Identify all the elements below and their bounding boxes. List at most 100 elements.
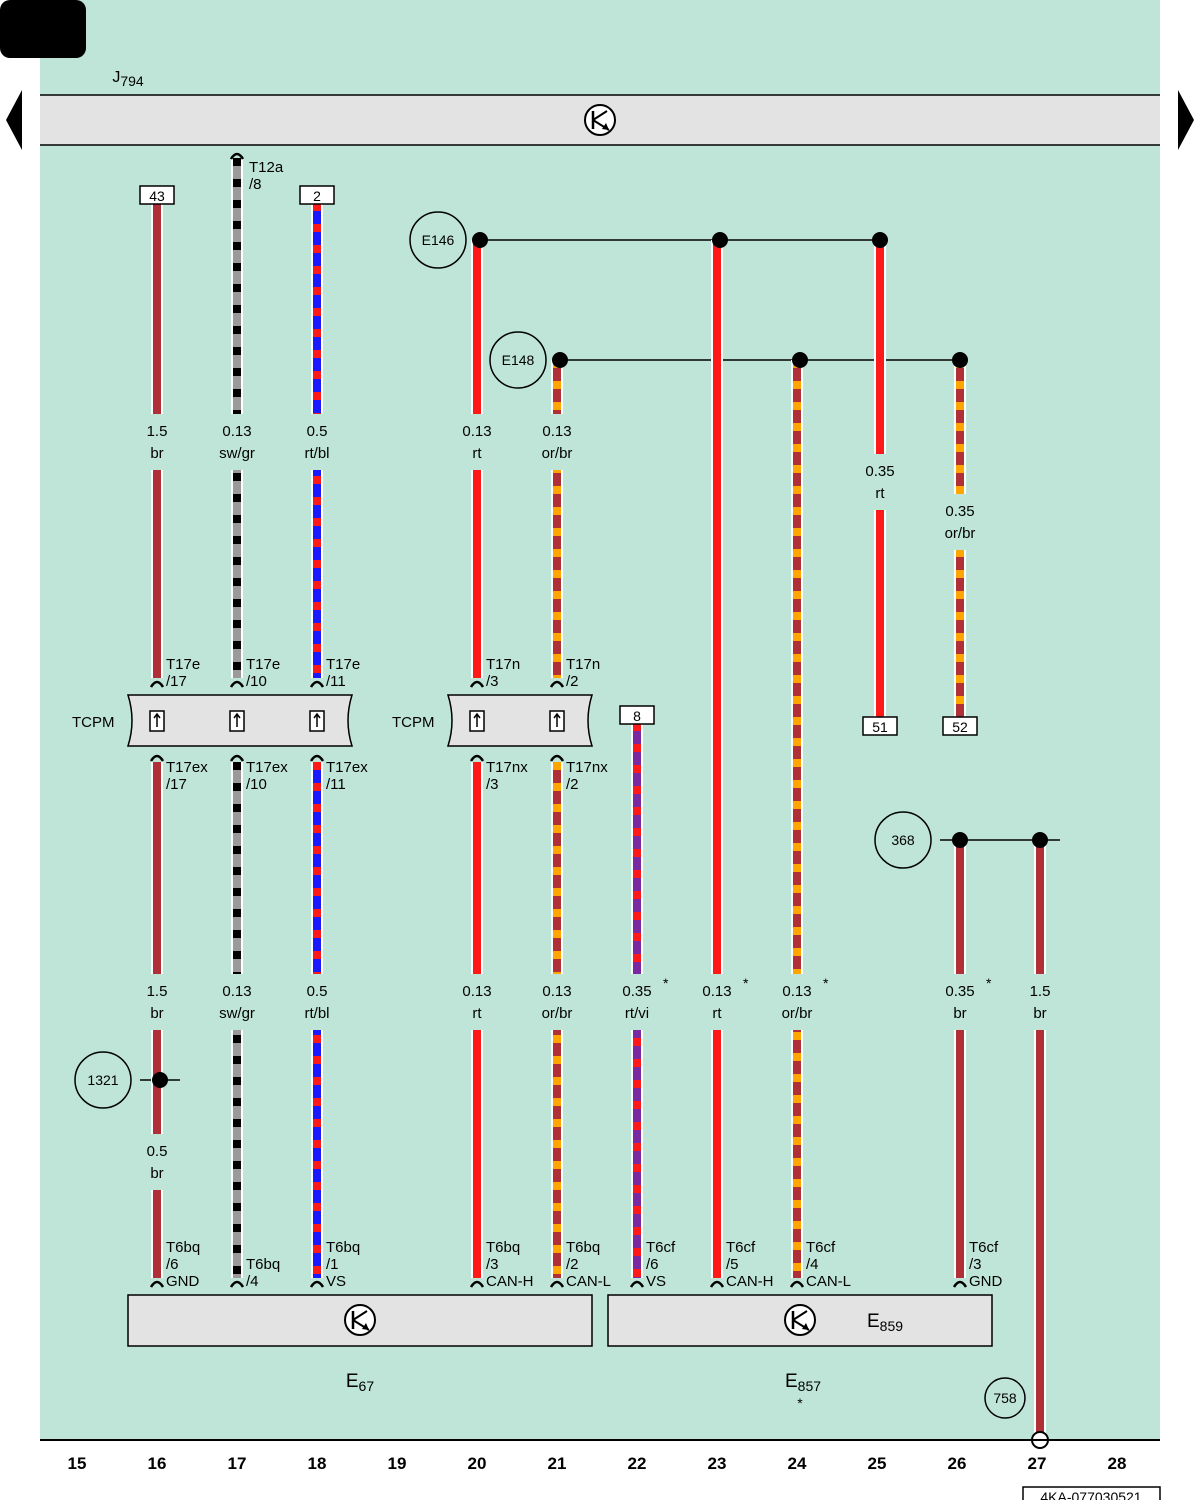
pin-label-1: /3 <box>969 1256 982 1273</box>
ref-box-8-label: 8 <box>633 708 641 724</box>
wire-col22-stripe <box>633 1025 641 1038</box>
wire-col18-lower-stripe <box>313 854 321 867</box>
conn-bot-label-1: /11 <box>326 776 346 793</box>
wire-col18-upper-stripe <box>313 337 321 350</box>
page-code-box <box>1022 1486 1161 1500</box>
wire-col18-upper-stripe <box>313 589 321 602</box>
conn-top-label-0: T17e <box>166 656 200 673</box>
wire-col17-lower-stripe <box>233 1043 241 1056</box>
wire-col24-stripe <box>793 410 801 423</box>
wire-col17-lower-stripe <box>233 1169 241 1182</box>
wire-col22-stripe <box>633 1277 641 1278</box>
wire-col17-upper-stripe <box>233 670 241 678</box>
wire-col24-stripe <box>793 914 801 927</box>
wire-col21-lower-stripe <box>553 1190 561 1203</box>
splice-e148 <box>489 331 547 389</box>
wire-label-17b-size: 0.13 <box>222 983 251 1000</box>
wire-col17-upper-stripe <box>233 271 241 284</box>
pin-label-0: T6bq <box>566 1239 600 1256</box>
wire-col17-lower-stripe <box>233 938 241 951</box>
pin-label-0: T6bq <box>326 1239 360 1256</box>
wire-col21-upper-stripe <box>553 662 561 675</box>
wire-col17-lower-stripe <box>233 1106 241 1119</box>
wire-label-18b-size: 0.5 <box>307 983 328 1000</box>
wire-col24-stripe <box>793 536 801 549</box>
wire-col24 <box>793 360 801 1278</box>
wire-col24-stripe <box>793 788 801 801</box>
wire-col18-upper-stripe <box>313 274 321 287</box>
connector-symbol <box>229 152 245 160</box>
wire-col26-upper-stripe <box>956 641 964 654</box>
wire-col24-stripe <box>793 641 801 654</box>
wire-col24-stripe <box>793 851 801 864</box>
connector-symbol <box>229 680 245 688</box>
column-number: 22 <box>628 1454 647 1473</box>
next-page-arrow-icon[interactable] <box>1178 90 1194 150</box>
wire-label-21a-color: or/br <box>542 445 573 462</box>
wire-col17-upper-stripe <box>233 292 241 305</box>
electronic-component-icon <box>344 1304 376 1336</box>
wire-col21-lower-stripe <box>553 1169 561 1182</box>
wire-col22-stripe <box>633 1193 641 1206</box>
wire-col18-lower-stripe <box>313 1190 321 1203</box>
junction-dot <box>872 232 888 248</box>
pin-label-0: T6bq <box>486 1239 520 1256</box>
wire-label-16c-size: 0.5 <box>147 1143 168 1160</box>
component-label-e67-sub: 67 <box>359 1378 375 1394</box>
wire-col24-stripe <box>793 746 801 759</box>
prev-page-arrow-icon[interactable] <box>6 90 22 150</box>
wire-label-20a-gap <box>453 414 501 470</box>
junction-dot <box>152 1072 168 1088</box>
wire-col24-stripe <box>793 1082 801 1095</box>
electronic-component-icon <box>584 104 616 136</box>
electronic-component-icon-arrow <box>362 1323 369 1330</box>
wire-label-27-gap <box>1016 974 1064 1030</box>
wire-col17-upper-stripe <box>233 334 241 347</box>
wire-col21-lower-stripe <box>553 1253 561 1266</box>
ref-box-52-label: 52 <box>952 719 968 735</box>
splice-368 <box>874 811 932 869</box>
pass-through-arrow <box>553 712 561 727</box>
connector-symbol <box>469 754 485 762</box>
wire-col17-upper-stripe <box>233 607 241 620</box>
conn-t12a-1: /8 <box>249 176 262 193</box>
wire-label-20a-size: 0.13 <box>462 423 491 440</box>
pass-through-arrow <box>313 712 321 727</box>
electronic-component-icon-ring <box>784 1304 816 1336</box>
wire-col22-stripe <box>633 1256 641 1269</box>
wire-label-24-star: * <box>823 975 829 991</box>
wire-col21-lower-stripe <box>553 1085 561 1098</box>
wire-col17-lower-stripe <box>233 812 241 825</box>
wire-label-22-size: 0.35 <box>622 983 651 1000</box>
connector-symbol <box>149 1280 165 1288</box>
wire-col18-upper-stripe <box>313 358 321 371</box>
wire-label-21b-color: or/br <box>542 1005 573 1022</box>
wire-col17-lower-stripe <box>233 896 241 909</box>
wire-label-27-size: 1.5 <box>1030 983 1051 1000</box>
wire-col17-lower-stripe <box>233 875 241 888</box>
wire-col24-stripe <box>793 431 801 444</box>
component-label-e857-sub: 857 <box>798 1378 822 1394</box>
conn-top-label-0: T17n <box>566 656 600 673</box>
wire-col18-upper-stripe <box>313 253 321 266</box>
connector-symbol <box>309 680 325 688</box>
wire-col17-lower-stripe <box>233 917 241 930</box>
pin-label-1: /4 <box>806 1256 819 1273</box>
wire-col24-stripe <box>793 767 801 780</box>
wire-label-20a-color: rt <box>472 445 482 462</box>
junction-dot <box>472 232 488 248</box>
wire-label-22-color: rt/vi <box>625 1005 649 1022</box>
conn-top-label-1: /10 <box>246 673 267 690</box>
wire-col22-stripe <box>633 1109 641 1122</box>
splice-e146-label: E146 <box>422 232 455 248</box>
conn-bot-label-0: T17ex <box>246 759 288 776</box>
wire-label-17b-gap <box>213 974 261 1030</box>
wire-col18-lower-stripe <box>313 833 321 846</box>
ref-box-51-label: 51 <box>872 719 888 735</box>
wire-col24-stripe <box>793 1187 801 1200</box>
wire-col22-stripe <box>633 941 641 954</box>
wire-col22-stripe <box>633 815 641 828</box>
wire-col24-stripe <box>793 662 801 675</box>
pin-label-1: /5 <box>726 1256 739 1273</box>
pin-label-1: /3 <box>486 1256 499 1273</box>
